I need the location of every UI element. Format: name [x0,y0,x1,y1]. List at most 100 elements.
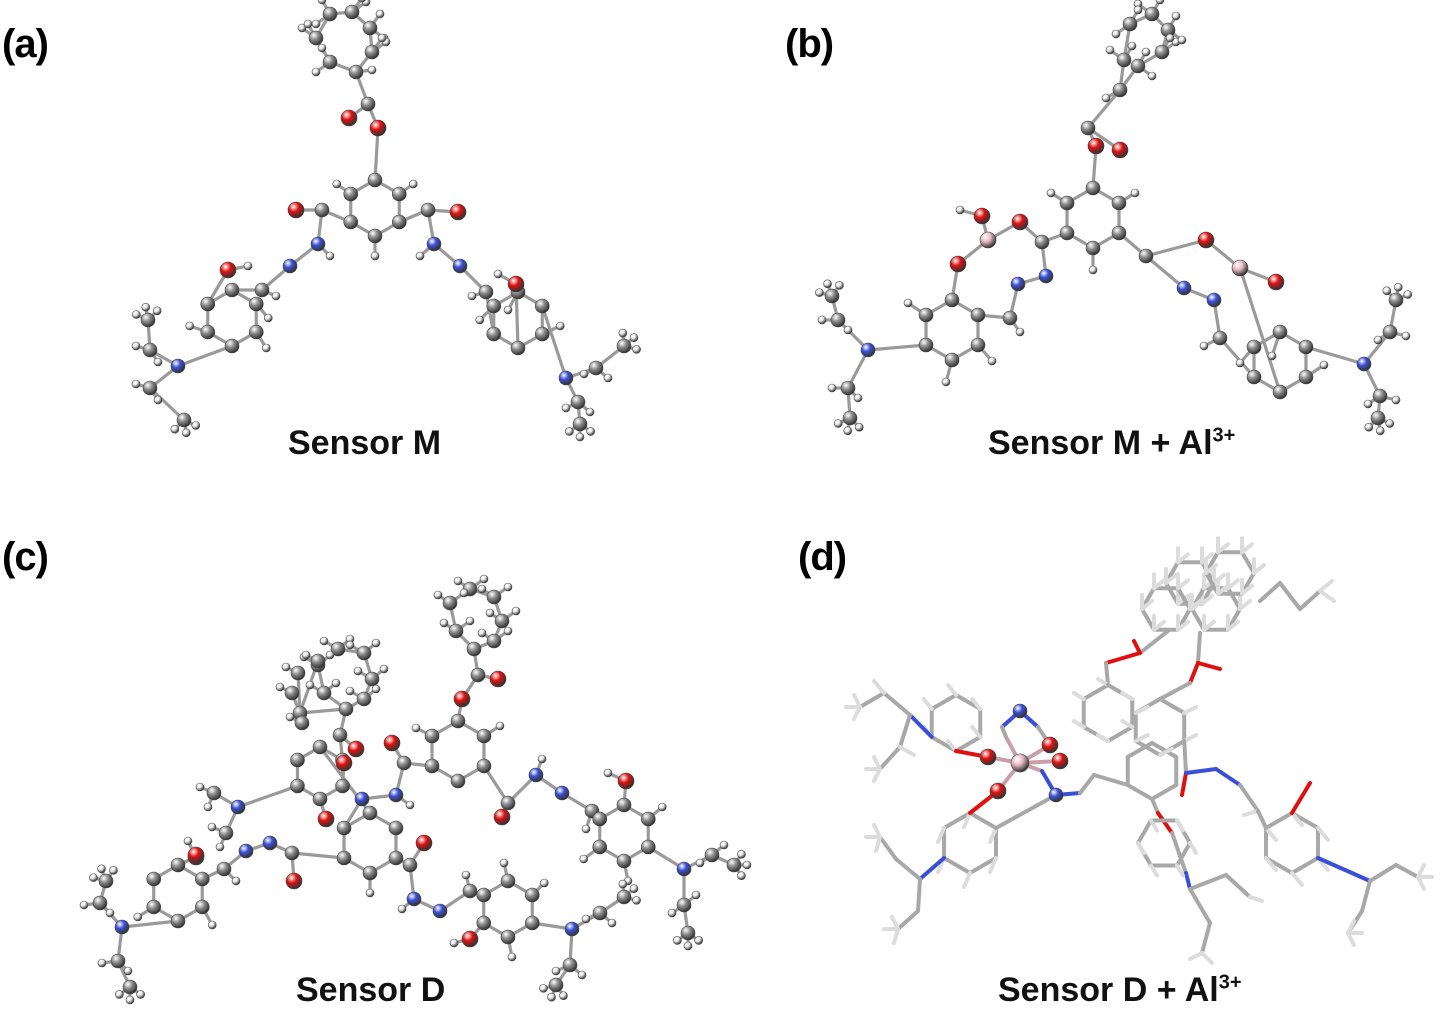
nitrogen-atom [1356,356,1372,372]
hydrogen-atom [297,23,307,33]
carbon-atom [944,352,960,368]
atoms-group [815,0,1413,436]
carbon-atom [248,296,264,312]
hydrogen-atom [987,356,997,366]
nitrogen-atom [452,258,468,274]
nitrogen-atom [230,799,246,815]
carbon-atom [616,797,632,813]
oxygen-atom [1267,273,1285,291]
carbon-atom [216,861,232,877]
bond [968,856,998,875]
bond [970,725,983,739]
bond [1133,705,1150,715]
bond [1104,651,1142,665]
nitrogen-atom [1038,268,1054,284]
hydrogen-atom [955,205,965,215]
bond [878,745,902,771]
carbon-atom [284,845,300,861]
hydrogen-atom [477,584,487,594]
hydrogen-atom [465,616,475,626]
carbon-atom [336,850,352,866]
nitrogen-atom [1176,280,1192,296]
aluminium-atom [1010,753,1030,773]
hydrogen-atom [185,321,195,331]
bond [1149,863,1159,878]
bond [918,856,947,881]
carbon-atom [1370,410,1386,426]
hydrogen-atom [181,428,191,438]
carbon-atom [348,64,364,80]
carbon-atom [362,805,378,821]
nitrogen-atom [310,236,326,252]
caption-a: Sensor M [288,424,441,463]
hydrogen-atom [503,305,513,315]
carbon-atom [200,324,216,340]
hydrogen-atom [495,721,505,731]
hydrogen-atom [331,678,341,688]
bond [1150,797,1160,815]
hydrogen-atom [317,43,327,53]
carbon-atom [548,977,564,993]
carbon-atom [140,312,156,328]
carbon-atom [562,957,578,973]
carbon-atom [1298,339,1314,355]
carbon-atom [364,671,380,687]
hydrogen-atom [565,427,574,436]
bond [1256,809,1269,830]
carbon-atom [92,895,108,911]
carbon-atom [1144,6,1160,22]
bond [1188,887,1212,925]
hydrogen-atom [618,879,628,889]
bond [962,871,972,889]
hydrogen-atom [275,682,285,692]
carbon-atom [332,727,348,743]
carbon-atom [254,282,270,298]
hydrogen-atom [485,608,495,618]
carbon-atom [1059,225,1075,241]
hydrogen-atom [683,941,693,951]
hydrogen-atom [1171,11,1181,21]
oxygen-atom [415,834,433,852]
bond [1175,841,1192,868]
hydrogen-atom [115,990,124,999]
atoms-group [131,0,641,442]
hydrogen-atom [325,650,335,660]
bond [908,713,934,739]
hydrogen-atom [511,606,521,616]
bond [1315,826,1330,842]
bond [1240,542,1254,555]
hydrogen-atom [1375,426,1385,436]
bond [1071,691,1086,701]
hydrogen-atom [358,0,366,3]
carbon-atom [476,915,492,931]
nitrogen-atom [262,835,278,851]
bond [962,811,972,829]
bond [1106,725,1135,743]
hydrogen-atom [1235,358,1245,368]
oxygen-atom [489,670,507,688]
bond [1264,826,1279,842]
bond [1158,681,1192,701]
panel-label-d: (d) [798,535,847,579]
bond [1318,589,1336,603]
hydrogen-atom [559,991,568,1000]
bond [872,679,886,695]
carbon-atom [362,865,378,881]
hydrogen-atom [411,723,421,733]
carbon-atom [290,752,305,768]
hydrogen-atom [371,638,381,648]
bond [1144,254,1186,290]
carbon-atom [330,641,346,657]
bond [1238,266,1282,394]
panel-label-b: (b) [785,22,834,66]
bond [1218,336,1256,379]
hydrogen-atom [815,288,824,297]
hydrogen-atom [131,379,141,389]
hydrogen-atom [152,306,162,316]
bond [1290,871,1304,887]
nitrogen-atom [528,767,544,783]
carbon-atom [248,324,264,340]
bonds-group [82,577,749,1002]
hydrogen-atom [97,958,107,968]
hydrogen-atom [691,890,701,900]
